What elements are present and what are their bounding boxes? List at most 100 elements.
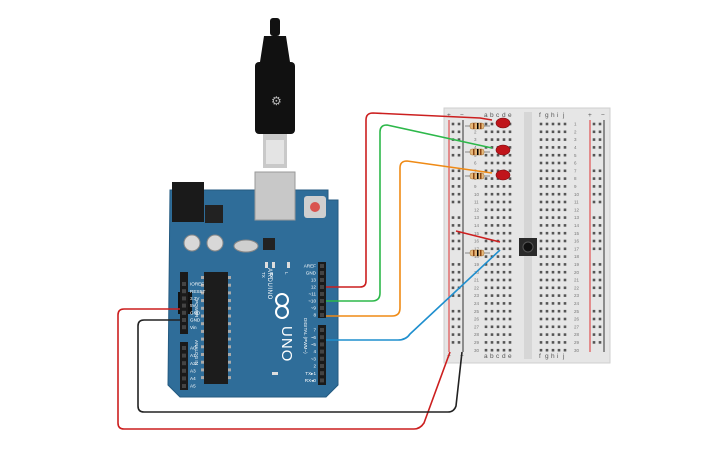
breadboard-hole bbox=[557, 270, 561, 274]
power-pin-label: Vin bbox=[190, 325, 197, 330]
breadboard-hole bbox=[502, 231, 506, 235]
column-label: b bbox=[490, 112, 494, 119]
digital-pin-label: ~6 bbox=[311, 335, 317, 340]
analog-pin-label: A4 bbox=[190, 376, 196, 381]
breadboard-hole bbox=[496, 309, 500, 313]
analog-header bbox=[180, 342, 188, 390]
rail-hole bbox=[598, 325, 602, 329]
breadboard-hole bbox=[490, 208, 494, 212]
rail-hole bbox=[451, 200, 455, 204]
breadboard-hole bbox=[490, 169, 494, 173]
digital-pin-label: GND bbox=[306, 271, 317, 276]
rail-hole bbox=[598, 278, 602, 282]
rail-hole bbox=[592, 317, 596, 321]
row-number: 16 bbox=[574, 239, 580, 244]
usb-icon: ⚙ bbox=[271, 94, 282, 108]
breadboard-hole bbox=[496, 325, 500, 329]
rail-hole bbox=[457, 341, 461, 344]
button-jumper-wire bbox=[455, 230, 501, 243]
power-header bbox=[180, 272, 188, 334]
digital-pin-socket bbox=[320, 364, 324, 368]
breadboard-hole bbox=[508, 239, 512, 243]
breadboard-hole bbox=[490, 247, 494, 251]
power-pin-socket bbox=[182, 296, 186, 301]
rail-hole bbox=[457, 146, 461, 149]
breadboard-hole bbox=[563, 286, 567, 290]
breadboard-hole bbox=[508, 169, 512, 173]
rail-hole bbox=[592, 146, 596, 149]
breadboard-hole bbox=[490, 263, 494, 266]
breadboard-hole bbox=[502, 294, 506, 297]
row-number: 27 bbox=[574, 324, 580, 329]
breadboard-hole bbox=[484, 309, 488, 313]
breadboard-hole bbox=[490, 309, 494, 313]
rail-hole bbox=[451, 270, 455, 274]
red-led bbox=[495, 169, 511, 181]
breadboard-hole bbox=[551, 216, 555, 219]
rail-hole bbox=[598, 200, 602, 204]
breadboard-hole bbox=[496, 348, 500, 352]
breadboard-hole bbox=[539, 255, 543, 258]
row-number: 18 bbox=[474, 254, 480, 259]
breadboard-hole bbox=[539, 208, 543, 212]
breadboard-hole bbox=[496, 270, 500, 274]
row-number: 11 bbox=[474, 200, 479, 205]
breadboard-hole bbox=[484, 294, 488, 297]
model-label: UNO bbox=[278, 326, 295, 362]
power-pin-socket bbox=[182, 303, 186, 308]
rail-hole bbox=[592, 263, 596, 266]
on-led bbox=[272, 372, 278, 375]
breadboard-hole bbox=[551, 146, 555, 149]
power-label: POWER bbox=[194, 300, 199, 318]
breadboard-hole bbox=[539, 247, 543, 251]
breadboard-hole bbox=[557, 325, 561, 329]
digital-pin-label: AREF bbox=[304, 264, 316, 269]
row-number: 30 bbox=[474, 348, 480, 353]
breadboard-hole bbox=[490, 138, 494, 141]
breadboard-hole bbox=[545, 177, 549, 180]
status-leds: TX RX L bbox=[261, 262, 290, 278]
rail-hole bbox=[457, 138, 461, 141]
row-number: 3 bbox=[474, 137, 477, 142]
digital-pin-socket bbox=[320, 378, 324, 383]
red-led bbox=[495, 117, 511, 129]
row-number: 29 bbox=[474, 340, 480, 345]
rail-hole bbox=[592, 333, 596, 336]
rail-hole bbox=[457, 231, 461, 235]
digital-pin-label: TX▸1 bbox=[305, 371, 316, 376]
pin-12-wire bbox=[326, 112, 493, 288]
breadboard-hole bbox=[557, 286, 561, 290]
breadboard-hole bbox=[557, 208, 561, 212]
dc-power-jack bbox=[172, 182, 204, 222]
row-number: 28 bbox=[574, 332, 580, 337]
rail-hole bbox=[592, 200, 596, 204]
rail-hole bbox=[598, 309, 602, 313]
breadboard-hole bbox=[551, 263, 555, 266]
breadboard-hole bbox=[563, 333, 567, 336]
rail-hole bbox=[592, 231, 596, 235]
breadboard-hole bbox=[508, 302, 512, 305]
column-label: f bbox=[539, 112, 541, 119]
row-number: 26 bbox=[574, 317, 580, 322]
breadboard-hole bbox=[545, 122, 549, 126]
breadboard-hole bbox=[496, 185, 500, 188]
rail-minus-label-top-right: − bbox=[601, 112, 605, 119]
row-number: 5 bbox=[474, 153, 477, 158]
breadboard-hole bbox=[496, 216, 500, 219]
rail-hole bbox=[457, 317, 461, 321]
breadboard-hole bbox=[496, 247, 500, 251]
rail-hole bbox=[451, 309, 455, 313]
row-number: 18 bbox=[574, 254, 580, 259]
digital-pin-socket bbox=[320, 299, 324, 303]
power-pin-label: 5V bbox=[190, 303, 197, 308]
rail-hole bbox=[592, 224, 596, 227]
row-number: 19 bbox=[574, 262, 580, 267]
rail-hole bbox=[592, 239, 596, 243]
digital-pin-label: 13 bbox=[311, 278, 317, 283]
analog-pin-socket bbox=[182, 346, 186, 350]
breadboard-hole bbox=[545, 309, 549, 313]
breadboard-hole bbox=[557, 231, 561, 235]
